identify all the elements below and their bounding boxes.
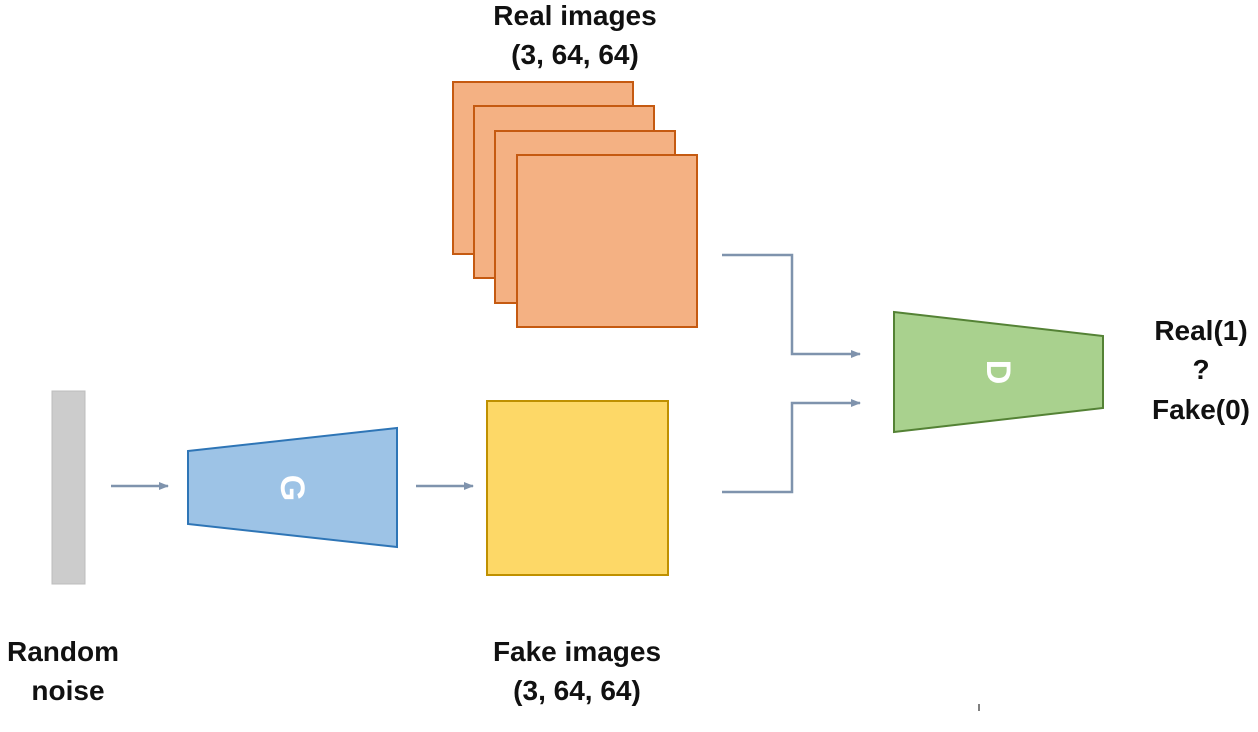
real-images-stack (452, 81, 698, 328)
output-question-mark: ? (1192, 354, 1209, 385)
generator-label: G (273, 475, 311, 501)
fake-images-shape: (3, 64, 64) (513, 675, 641, 706)
random-noise-vector (51, 390, 86, 585)
real-image-frame (516, 154, 698, 328)
noise-label-line2: noise (31, 675, 104, 706)
noise-label-line1: Random (7, 636, 119, 667)
real-images-shape: (3, 64, 64) (511, 39, 639, 70)
fake-image (486, 400, 669, 576)
arrow-real-to-discriminator (722, 253, 861, 358)
discriminator-label: D (979, 360, 1017, 385)
output-real-label: Real(1) (1154, 315, 1247, 346)
arrow-fake-to-discriminator (722, 399, 861, 494)
generator-block (187, 426, 398, 549)
output-fake-label: Fake(0) (1152, 394, 1250, 425)
fake-images-title: Fake images (493, 636, 661, 667)
discriminator-block (893, 310, 1104, 434)
real-images-title: Real images (493, 0, 656, 31)
